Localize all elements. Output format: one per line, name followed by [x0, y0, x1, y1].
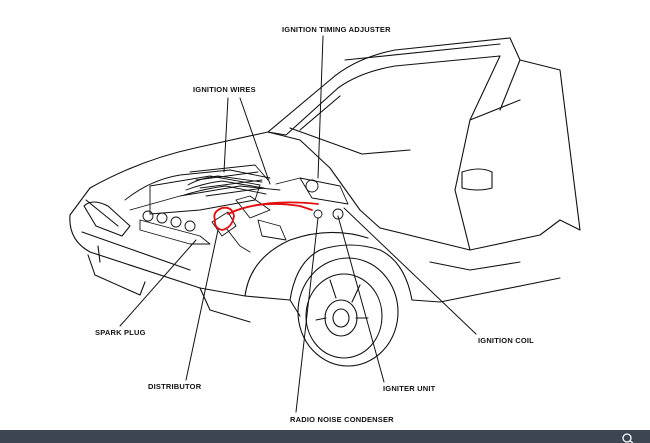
search-icon[interactable]	[620, 432, 636, 443]
label-ignition-coil: IGNITION COIL	[478, 336, 534, 345]
car-ignition-diagram	[69, 35, 581, 413]
car-body	[69, 37, 581, 367]
label-distributor: DISTRIBUTOR	[148, 382, 202, 391]
leader-lines	[119, 35, 477, 413]
label-ignition-wires: IGNITION WIRES	[193, 85, 256, 94]
highlighted-wire	[213, 201, 319, 231]
bottom-toolbar	[0, 430, 650, 443]
label-ignition-timing-adjuster: IGNITION TIMING ADJUSTER	[282, 25, 391, 34]
label-radio-noise-condenser: RADIO NOISE CONDENSER	[290, 415, 394, 424]
label-spark-plug: SPARK PLUG	[95, 328, 146, 337]
engine-bay	[124, 164, 349, 253]
label-igniter-unit: IGNITER UNIT	[383, 384, 436, 393]
